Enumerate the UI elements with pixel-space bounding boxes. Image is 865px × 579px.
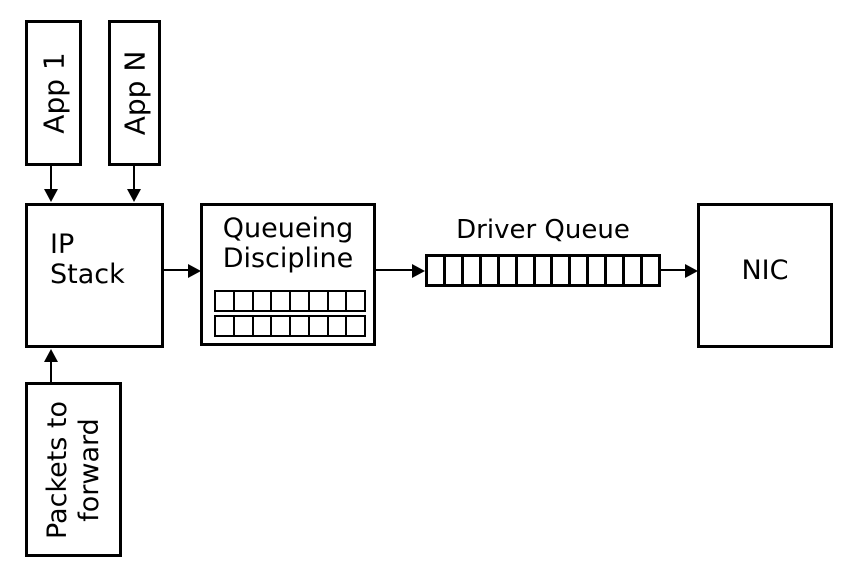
qdisc-packet-grid — [214, 290, 366, 337]
edge-ip-stack-to-qdisc-line — [164, 269, 191, 271]
qdisc-packet-cell — [328, 317, 348, 335]
qdisc-packet-cell — [216, 317, 235, 335]
node-app-n: App N — [108, 20, 161, 166]
edge-qdisc-to-driver-queue-line — [376, 269, 414, 271]
node-driver-queue — [425, 254, 661, 287]
driver-queue-cell — [625, 257, 644, 284]
node-nic: NIC — [697, 203, 833, 348]
driver-queue-cell — [571, 257, 590, 284]
driver-queue-label: Driver Queue — [456, 215, 630, 245]
driver-queue-cell — [499, 257, 518, 284]
node-packets-to-forward: Packets to forward — [25, 382, 122, 557]
qdisc-packet-cell — [291, 317, 310, 335]
edge-app1-to-ip-stack-line — [50, 166, 52, 191]
qdisc-packet-cell — [347, 292, 364, 310]
node-app-1-label: App 1 — [36, 52, 70, 134]
qdisc-packet-cell — [216, 292, 235, 310]
driver-queue-cell — [535, 257, 554, 284]
driver-queue-cell — [463, 257, 482, 284]
edge-app1-to-ip-stack-arrowhead-icon — [44, 189, 58, 202]
qdisc-packet-cell — [291, 292, 310, 310]
qdisc-packet-cell — [328, 292, 348, 310]
node-queueing-discipline: Queueing Discipline — [200, 203, 376, 346]
qdisc-packet-cell — [234, 317, 254, 335]
node-nic-label: NIC — [741, 255, 789, 286]
driver-queue-cell — [589, 257, 608, 284]
edge-driver-queue-to-nic-line — [661, 269, 687, 271]
qdisc-packet-cell — [272, 317, 291, 335]
driver-queue-cell — [428, 257, 446, 284]
edge-qdisc-to-driver-queue-arrowhead-icon — [412, 264, 425, 278]
edge-appn-to-ip-stack-line — [133, 166, 135, 191]
qdisc-packet-row — [214, 290, 366, 312]
edge-packets-to-ip-stack-arrowhead-icon — [44, 349, 58, 362]
node-ip-stack: IP Stack — [25, 203, 164, 348]
qdisc-packet-cell — [309, 292, 329, 310]
node-queueing-discipline-label: Queueing Discipline — [222, 213, 354, 275]
driver-queue-cell — [553, 257, 572, 284]
edge-packets-to-ip-stack-line — [50, 360, 52, 383]
driver-queue-cell — [517, 257, 536, 284]
node-app-n-label: App N — [117, 50, 151, 136]
edge-appn-to-ip-stack-arrowhead-icon — [127, 189, 141, 202]
driver-queue-cell — [607, 257, 626, 284]
qdisc-packet-cell — [309, 317, 329, 335]
qdisc-packet-cell — [347, 317, 364, 335]
qdisc-packet-cell — [253, 292, 273, 310]
qdisc-packet-cell — [253, 317, 273, 335]
driver-queue-cell — [445, 257, 464, 284]
node-ip-stack-label: IP Stack — [50, 229, 125, 291]
edge-ip-stack-to-qdisc-arrowhead-icon — [188, 264, 201, 278]
qdisc-packet-cell — [234, 292, 254, 310]
driver-queue-cell — [643, 257, 658, 284]
node-app-1: App 1 — [25, 20, 82, 166]
node-packets-to-forward-label: Packets to forward — [41, 400, 105, 539]
driver-queue-cell — [481, 257, 500, 284]
qdisc-packet-cell — [272, 292, 291, 310]
edge-driver-queue-to-nic-arrowhead-icon — [685, 264, 698, 278]
qdisc-packet-row — [214, 315, 366, 337]
